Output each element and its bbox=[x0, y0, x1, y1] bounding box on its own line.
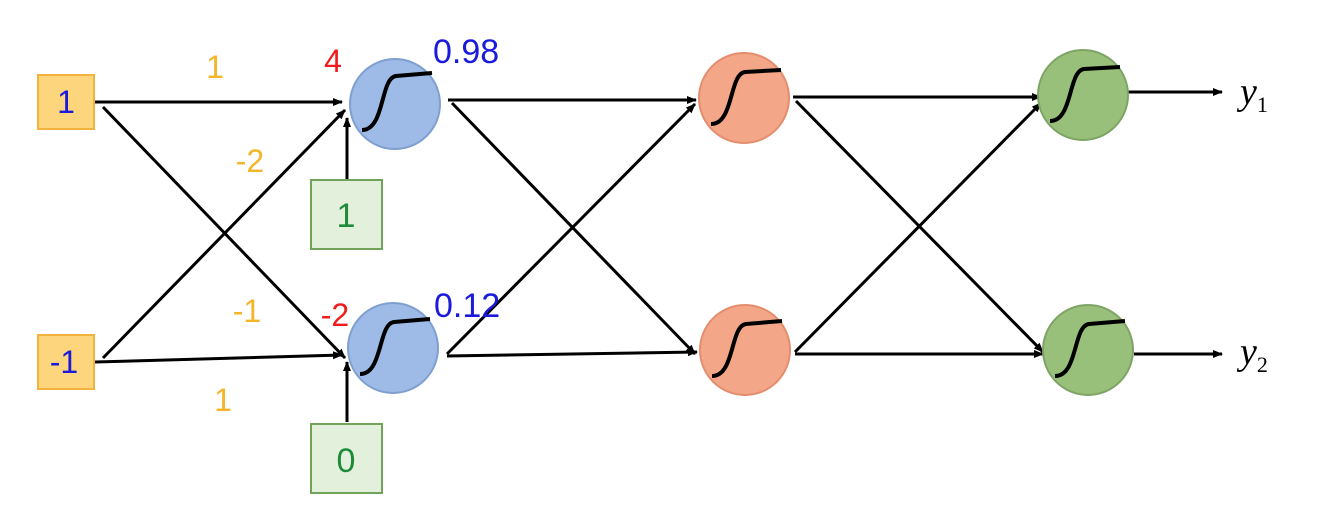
edge-m2-o1 bbox=[793, 101, 1043, 354]
connections bbox=[94, 88, 1223, 422]
output-label-2: y2 bbox=[1236, 331, 1268, 377]
sigmoid-curve-icon bbox=[1054, 319, 1126, 378]
bias-node-1: 1 bbox=[310, 179, 383, 250]
bias-node-2: 0 bbox=[310, 423, 383, 494]
input-value-2: -1 bbox=[50, 344, 78, 380]
weight-in1-n1: 1 bbox=[206, 49, 224, 85]
edge-n2-m1 bbox=[445, 102, 697, 356]
sigmoid-curve-icon bbox=[710, 68, 782, 126]
sigmoid-curve-icon bbox=[711, 319, 783, 378]
output-symbol-2: y bbox=[1236, 331, 1257, 373]
output-label-1: y1 bbox=[1236, 71, 1268, 117]
output-subscript-2: 2 bbox=[1257, 352, 1268, 377]
input-node-2: -1 bbox=[37, 334, 95, 390]
neuron2-output: 0.12 bbox=[434, 287, 500, 325]
bias-value-2: 0 bbox=[337, 442, 356, 480]
weight-in1-n2: -1 bbox=[233, 293, 261, 329]
neuron-layer2-1 bbox=[698, 52, 790, 144]
edge-in2-n1 bbox=[101, 108, 347, 360]
neuron-layer3-1 bbox=[1037, 49, 1129, 141]
neuron-layer3-2 bbox=[1042, 304, 1134, 396]
bias-value-1: 1 bbox=[337, 197, 356, 235]
edge-in2-n2 bbox=[94, 351, 343, 364]
output-subscript-1: 1 bbox=[1257, 92, 1268, 117]
input-node-1: 1 bbox=[37, 74, 95, 130]
weight-in2-n1: -2 bbox=[236, 143, 264, 179]
sigmoid-curve-icon bbox=[1049, 65, 1121, 123]
neuron2-preactivation: -2 bbox=[321, 297, 349, 333]
output-symbol-1: y bbox=[1236, 71, 1257, 113]
neuron1-preactivation: 4 bbox=[324, 43, 342, 79]
sigmoid-curve-icon bbox=[359, 317, 431, 376]
input-value-1: 1 bbox=[57, 84, 75, 120]
neuron1-output: 0.98 bbox=[433, 33, 499, 71]
weight-in2-n2: 1 bbox=[214, 382, 232, 418]
sigmoid-curve-icon bbox=[361, 71, 433, 132]
neuron-layer2-2 bbox=[699, 304, 791, 396]
edge-n2-m2 bbox=[446, 348, 698, 358]
neuron-layer1-2 bbox=[347, 302, 439, 394]
neuron-layer1-1 bbox=[349, 58, 441, 150]
